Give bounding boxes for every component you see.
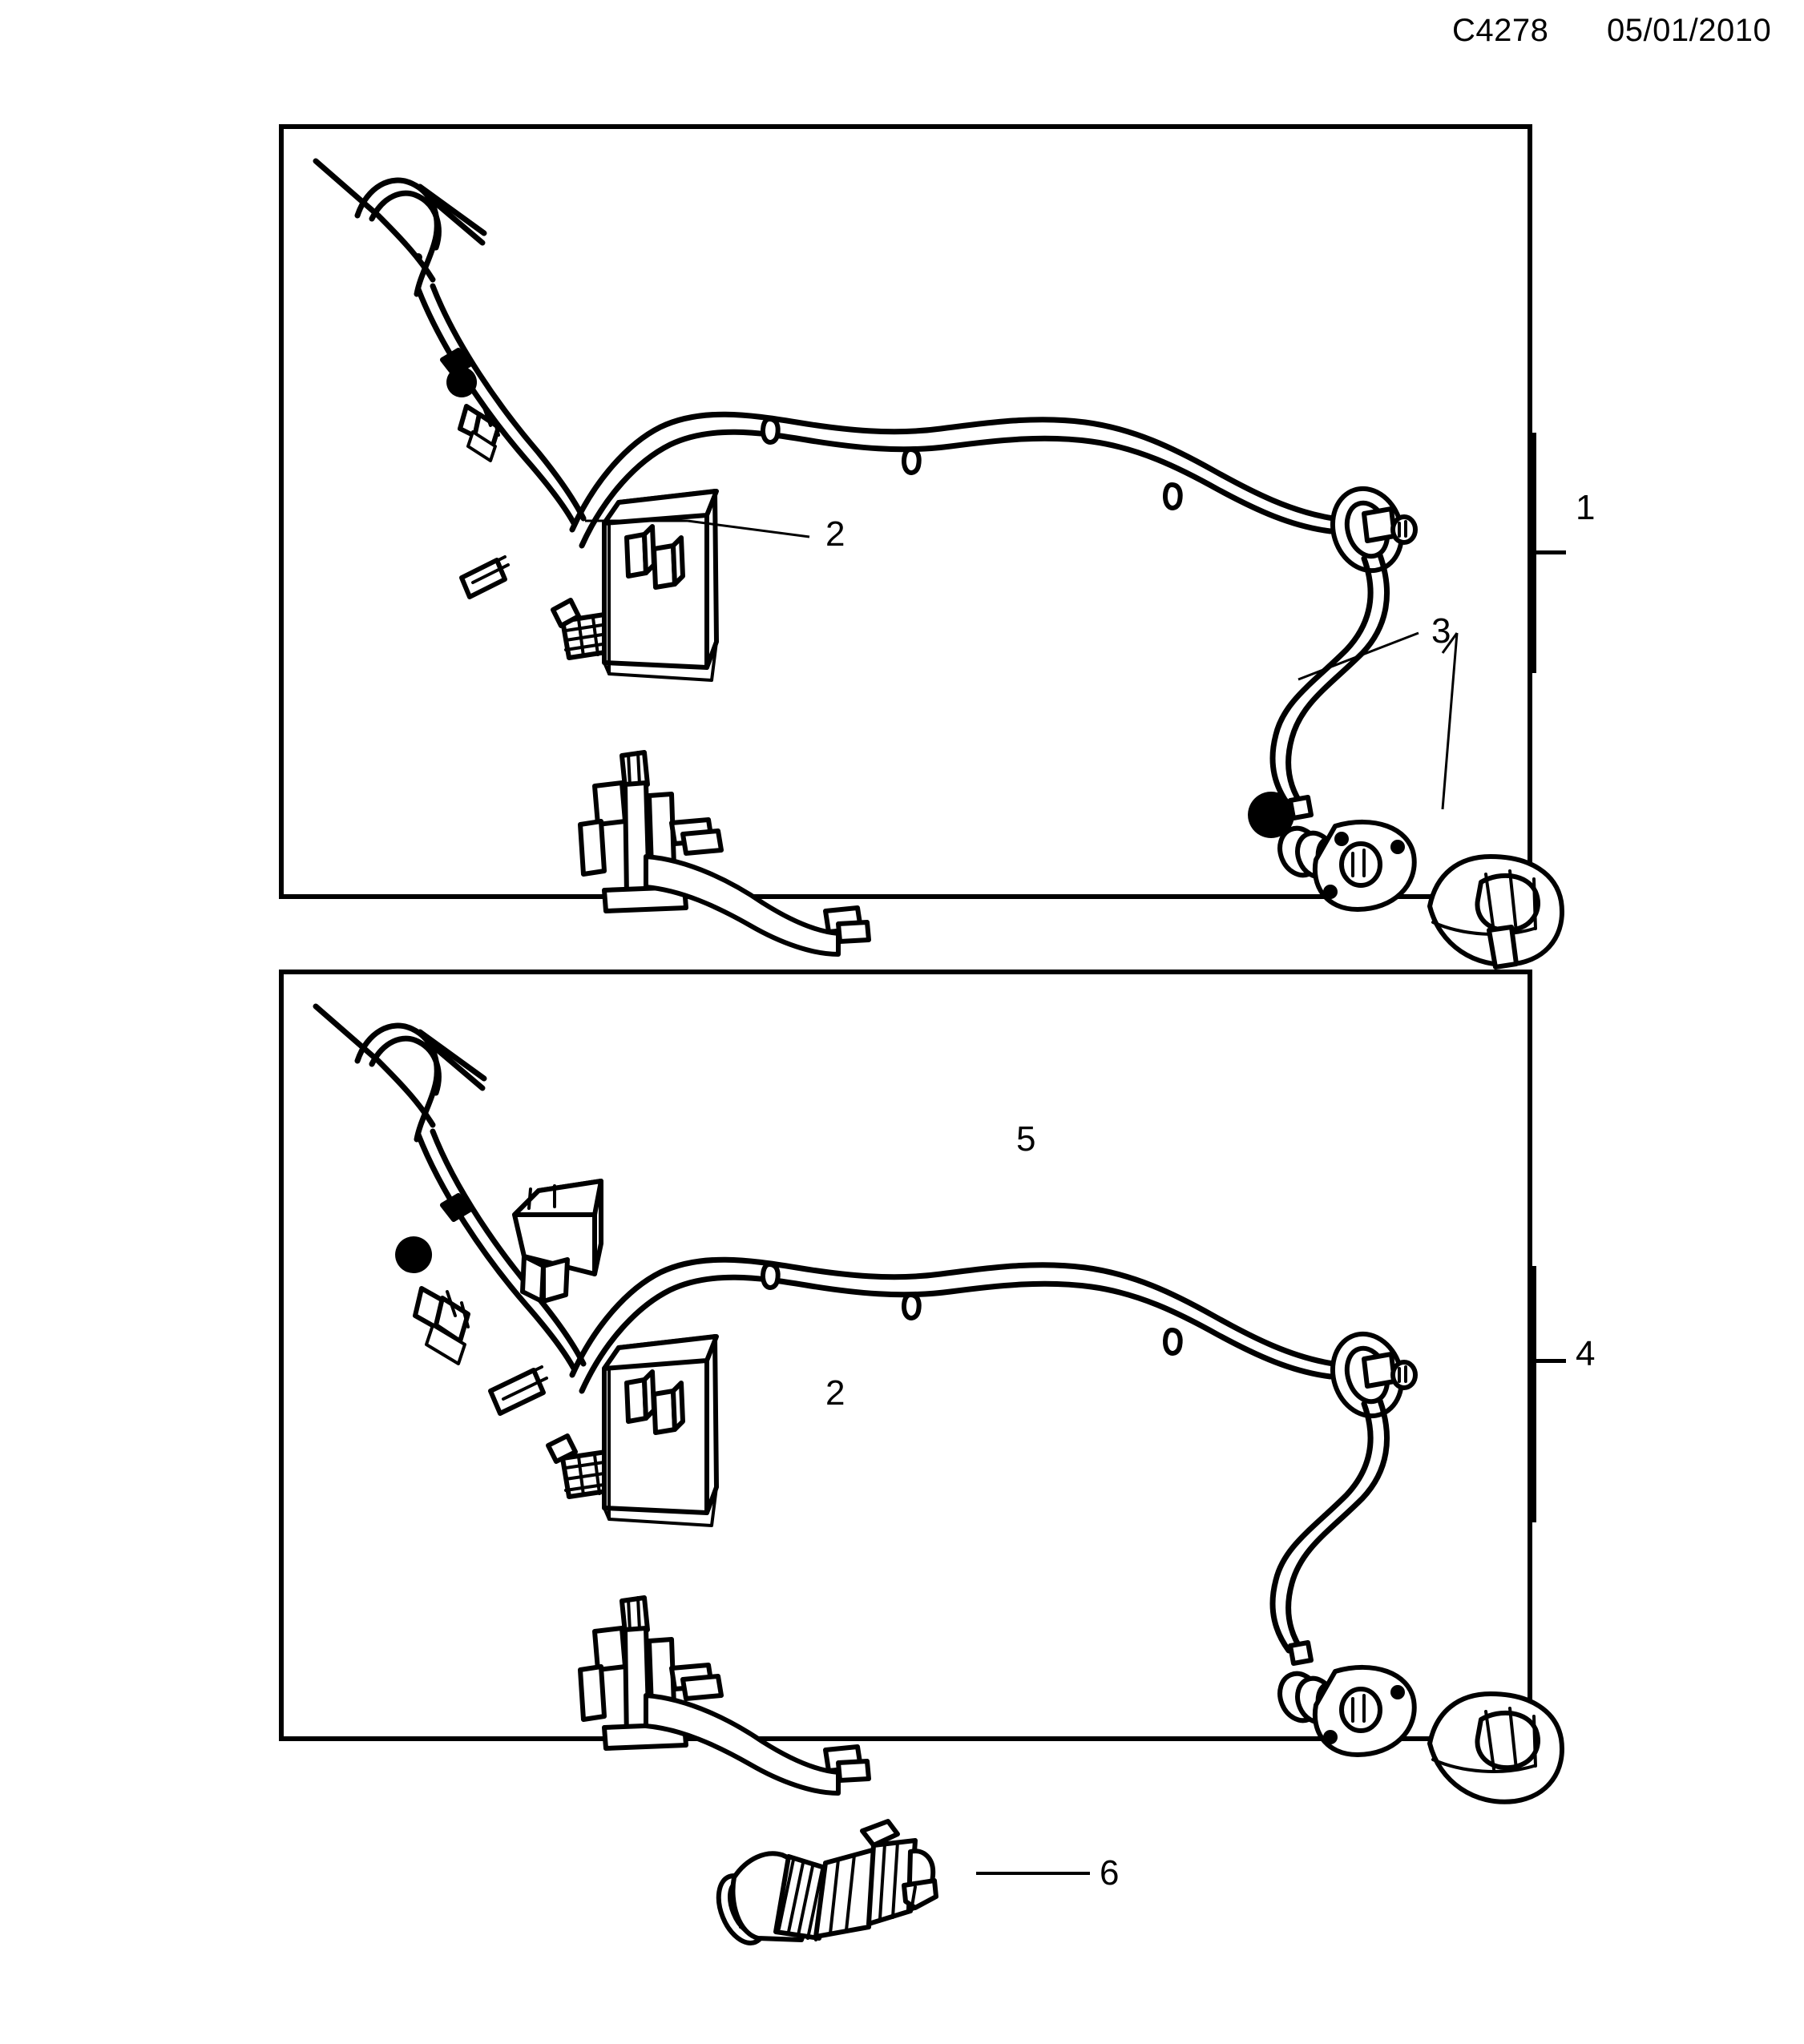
connector-cluster-left-2 — [395, 1236, 615, 1499]
grommet-assembly — [1330, 486, 1418, 574]
label-4: 4 — [1576, 1334, 1596, 1373]
drawing-code: C4278 — [1452, 13, 1549, 48]
control-module-2b — [602, 1334, 719, 1527]
mounting-bracket-2 — [578, 1595, 871, 1796]
harness-descend-right-2 — [1269, 1397, 1390, 1666]
label-1: 1 — [1576, 488, 1596, 527]
socket-flange-2 — [1277, 1664, 1417, 1757]
label-2-panel-2: 2 — [825, 1373, 845, 1413]
harness-descend-right — [1269, 552, 1390, 820]
assembly-panel-2 — [279, 970, 1564, 1804]
mounting-bracket — [578, 750, 871, 957]
drawing-date: 05/01/2010 — [1607, 13, 1772, 48]
harness-clips-2 — [761, 1262, 1183, 1356]
panel-1-drawing — [313, 158, 1564, 970]
harness-clips — [761, 417, 1183, 510]
connector-body — [716, 1819, 938, 1945]
panel-2-drawing — [313, 1003, 1564, 1804]
cylindrical-connector-6 — [705, 1775, 994, 1975]
label-5: 5 — [1016, 1119, 1036, 1159]
harness-upper-loop-2 — [313, 1003, 487, 1143]
label-3: 3 — [1431, 611, 1451, 651]
grommet-assembly-2 — [1330, 1331, 1418, 1419]
connector-plug-3 — [1427, 854, 1564, 970]
relay-block — [512, 1179, 603, 1304]
label-6: 6 — [1100, 1853, 1120, 1893]
main-harness-run-2 — [569, 1256, 1337, 1394]
control-module-2 — [602, 489, 719, 682]
harness-left-run — [415, 283, 587, 526]
connector-plug-2 — [1427, 1691, 1564, 1804]
assembly-panel-1 — [279, 124, 1564, 970]
harness-upper-loop — [313, 158, 487, 297]
connector-cluster-left — [414, 253, 613, 660]
label-2-panel-1: 2 — [825, 514, 845, 554]
socket-flange-3 — [1248, 792, 1417, 912]
main-harness-run — [569, 411, 1337, 549]
